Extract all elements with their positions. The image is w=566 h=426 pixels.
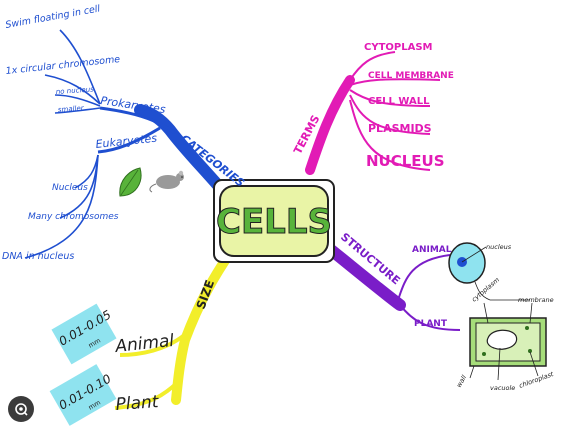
prokaryote-fact-1: Swim floating in cell <box>5 3 102 31</box>
terms-branch <box>305 75 355 175</box>
term-1: CYTOPLASM <box>364 42 433 53</box>
leaf-icon <box>119 167 142 197</box>
plant-cell-label-vacuole: vacuole <box>490 384 515 392</box>
plant-cell-label-wall: wall <box>455 374 468 389</box>
lens-icon[interactable] <box>8 396 34 422</box>
size-branch <box>171 245 237 405</box>
size-plant-badge: 0.01-0.10 mm <box>49 364 117 426</box>
eukaryotes-branch <box>97 126 161 154</box>
eukaryote-fact-1: Nucleus <box>52 183 88 193</box>
structure-plant-label: PLANT <box>414 319 448 329</box>
plant-cell-diagram: cytoplasm membrane wall vacuole chloropl… <box>455 276 555 392</box>
term-4: PLASMIDS <box>368 122 432 135</box>
size-label: SIZE <box>194 278 217 311</box>
eukaryote-fact-3: DNA in nucleus <box>2 251 74 262</box>
eukaryotes-label: Eukaryotes <box>95 132 158 151</box>
prokaryote-fact-2: 1x circular chromosome <box>5 54 121 77</box>
size-animal-label: Animal <box>113 331 175 357</box>
animal-cell-diagram: nucleus <box>448 242 530 301</box>
mouse-icon <box>149 170 184 193</box>
term-2: CELL MEMBRANE <box>368 71 454 81</box>
term-3: CELL WALL <box>368 96 430 107</box>
prokaryote-fact-4: smaller <box>58 104 85 114</box>
center-cell: CELLS <box>213 179 335 263</box>
center-title: CELLS <box>216 202 332 242</box>
structure-animal-label: ANIMAL <box>412 245 452 255</box>
size-plant-label: Plant <box>115 392 160 415</box>
prokaryote-fact-3: no nucleus <box>56 85 95 96</box>
prokaryotes-branch <box>99 106 176 135</box>
term-5: NUCLEUS <box>366 152 445 170</box>
plant-cell-label-membrane: membrane <box>518 296 554 304</box>
size-animal-badge: 0.01-0.05 mm <box>51 303 117 365</box>
plant-cell-label-chloroplast: chloroplast <box>518 370 555 390</box>
animal-cell-label-nucleus: nucleus <box>486 243 512 251</box>
lens-glyph <box>15 403 28 416</box>
eukaryote-fact-2: Many chromosomes <box>28 212 119 222</box>
